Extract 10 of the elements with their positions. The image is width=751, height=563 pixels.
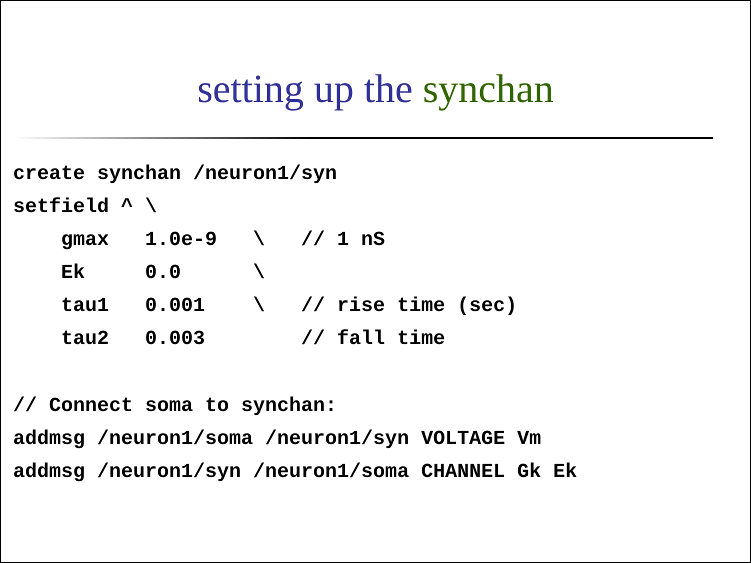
code-line: // Connect soma to synchan:: [13, 395, 338, 418]
code-line: setfield ^ \: [13, 196, 158, 219]
code-line: addmsg /neuron1/soma /neuron1/syn VOLTAGE Vm: [13, 428, 542, 451]
code-line: create synchan /neuron1/syn: [13, 163, 338, 186]
slide-title: setting up the synchan: [196, 65, 555, 112]
code-line: addmsg /neuron1/syn /neuron1/soma CHANNEL Gk Ek: [13, 461, 578, 484]
code-line: tau2 0.003 // fall time: [60, 328, 446, 351]
code-line: tau1 0.001 \ // rise time (sec): [60, 295, 518, 318]
code-line: gmax 1.0e-9 \ // 1 nS: [60, 229, 386, 252]
code-line: Ek 0.0 \: [60, 262, 266, 285]
